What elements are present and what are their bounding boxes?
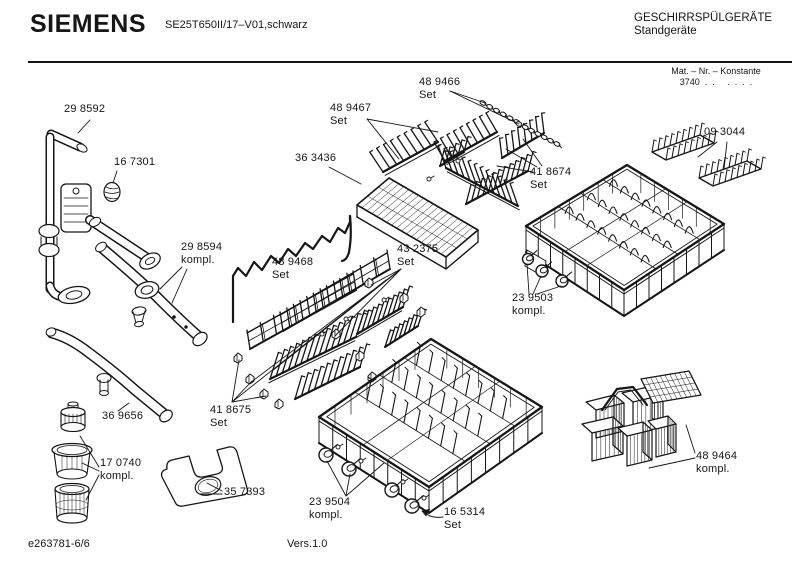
siemens-logo: SIEMENS — [30, 10, 147, 38]
part-number: 36 9656 — [102, 410, 144, 422]
part-suffix: Set — [210, 416, 228, 429]
part-number: 36 3436 — [295, 152, 337, 164]
part-suffix: Set — [530, 178, 548, 191]
part-number: 41 8674 — [530, 166, 572, 178]
tine-rows-top-48-9467-48-9466-41-8674 — [369, 100, 562, 211]
part-suffix: Set — [272, 268, 290, 281]
material-number-label: Mat. – Nr. – Konstante — [671, 66, 761, 76]
part-label-16-7301: 16 7301 — [114, 156, 155, 169]
rack-insert-48-9468 — [246, 249, 391, 350]
appliance-category: GESCHIRRSPÜLGERÄTE Standgeräte — [634, 12, 772, 38]
part-suffix: kompl. — [696, 462, 730, 475]
part-number: 23 9504 — [309, 496, 351, 508]
document-number: e263781-6/6 — [28, 538, 90, 550]
part-suffix: kompl. — [100, 469, 134, 482]
part-number: 16 7301 — [114, 156, 156, 168]
basket-wheels-23-9504-16-5314 — [318, 443, 430, 514]
part-label-36-3436: 36 3436 — [295, 152, 336, 165]
part-number: 48 9467 — [330, 102, 372, 114]
part-label-36-9656: 36 9656 — [102, 410, 143, 423]
subcategory-line: Standgeräte — [634, 25, 697, 37]
part-number: 41 8675 — [210, 404, 252, 416]
part-number: 48 9468 — [272, 256, 314, 268]
material-number-box: Mat. – Nr. – Konstante 3740 . . . . . . — [640, 66, 792, 88]
bearing-grommet-16-7301 — [103, 181, 121, 203]
base-plate-35-7393 — [160, 446, 249, 507]
part-number: 09 3044 — [704, 126, 746, 138]
category-line: GESCHIRRSPÜLGERÄTE — [634, 12, 773, 24]
part-suffix: Set — [330, 114, 348, 127]
leader-lines — [77, 90, 728, 518]
part-label-09-3044: 09 3044 — [704, 126, 745, 139]
part-label-35-7393: 35 7393 — [224, 486, 265, 499]
basket-wheels-23-9503 — [521, 250, 573, 288]
plate-racks-09-3044 — [651, 122, 766, 187]
part-suffix: kompl. — [512, 304, 546, 317]
part-suffix: kompl. — [181, 253, 215, 266]
part-number: 48 9464 — [696, 450, 738, 462]
upper-spray-arm-assembly-29-8594 — [60, 183, 208, 347]
tine-rows-center-43-2375 — [268, 285, 428, 401]
part-suffix: kompl. — [309, 508, 343, 521]
model-designation: SE25T650II/17–V01,schwarz — [165, 19, 308, 31]
part-label-29-8592: 29 8592 — [64, 103, 105, 116]
part-suffix: Set — [397, 255, 415, 268]
part-number: 48 9466 — [419, 76, 461, 88]
wavy-wire-insert — [231, 214, 352, 324]
version-number: Vers.1.0 — [287, 538, 328, 550]
part-number: 29 8594 — [181, 241, 223, 253]
material-number-value: 3740 . . . . . . — [679, 77, 753, 87]
filter-set-17-0740 — [51, 401, 93, 524]
cutlery-basket-set-48-9464 — [581, 370, 702, 467]
clip-set-41-8675-43-2375 — [233, 277, 426, 410]
cutlery-tray-36-3436 — [356, 177, 479, 270]
lower-spray-arm-36-9656 — [45, 327, 173, 423]
header-divider-rule — [28, 61, 792, 63]
part-number: 43 2375 — [397, 243, 439, 255]
lower-basket — [317, 337, 544, 514]
part-suffix: Set — [444, 518, 462, 531]
part-suffix: Set — [419, 88, 437, 101]
part-number: 23 9503 — [512, 292, 554, 304]
part-number: 29 8592 — [64, 103, 106, 115]
part-number: 35 7393 — [224, 486, 266, 498]
part-number: 17 0740 — [100, 457, 142, 469]
part-number: 16 5314 — [444, 506, 486, 518]
water-feed-pipe-29-8592 — [38, 129, 91, 305]
